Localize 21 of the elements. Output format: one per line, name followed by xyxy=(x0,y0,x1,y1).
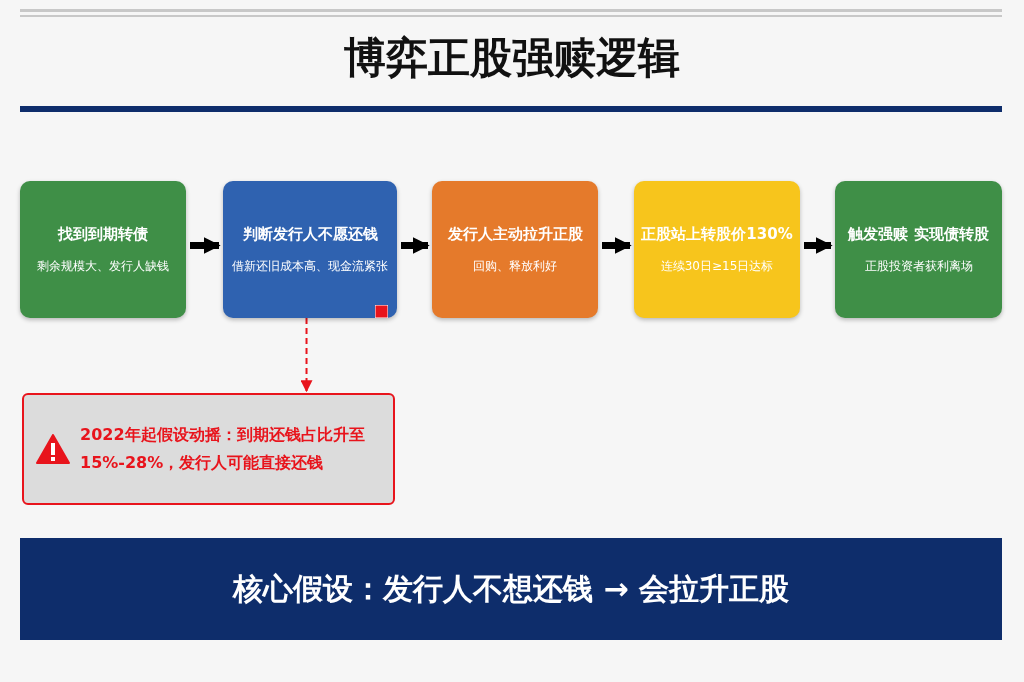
step-box xyxy=(223,181,397,318)
step-box xyxy=(20,181,186,318)
banner xyxy=(20,538,1002,640)
step-detail: 借新还旧成本高、现金流紧张 xyxy=(232,257,388,275)
step-detail: 连续30日≥15日达标 xyxy=(660,257,774,275)
warning-box xyxy=(22,393,395,505)
step-title: 触发强赎 实现债转股 xyxy=(848,224,989,244)
dashed-arrow xyxy=(300,317,313,393)
step-title: 找到到期转债 xyxy=(58,224,148,244)
step-box xyxy=(835,181,1002,318)
step-box xyxy=(634,181,800,318)
warning-text: 2022年起假设动摇：到期还钱占比升至15%-28%，发行人可能直接还钱 xyxy=(80,424,366,474)
banner-text: 核心假设：发行人不想还钱 → 会拉升正股 xyxy=(233,569,789,608)
step-detail: 正股投资者获利离场 xyxy=(864,257,973,275)
step-box xyxy=(432,181,598,318)
step-title: 判断发行人不愿还钱 xyxy=(242,224,378,244)
step-title: 发行人主动拉升正股 xyxy=(447,224,583,244)
step-title: 正股站上转股价130% xyxy=(641,224,793,244)
step-detail: 剩余规模大、发行人缺钱 xyxy=(37,257,169,275)
step-detail: 回购、释放利好 xyxy=(473,257,557,275)
title: 博弈正股强赎逻辑 xyxy=(343,32,681,84)
